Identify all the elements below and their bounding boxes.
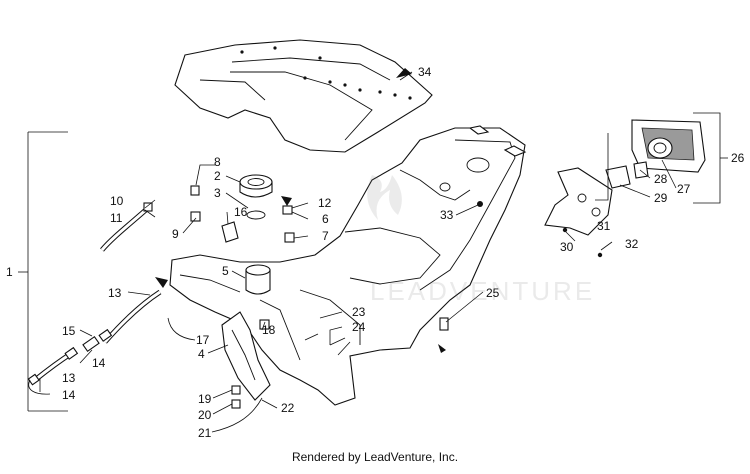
fuel-hose-part: [27, 202, 162, 386]
filler-neck-part: [245, 264, 271, 295]
seat-part: [174, 39, 433, 153]
side-cover-part: [221, 311, 271, 401]
callout-31: 31: [597, 219, 611, 233]
callout-7: 7: [322, 229, 329, 243]
callout-11: 11: [110, 211, 123, 225]
callout-20: 20: [198, 408, 212, 422]
callout-22: 22: [281, 401, 295, 415]
callout-18: 18: [262, 323, 276, 337]
callout-24: 24: [352, 320, 366, 334]
callout-5: 5: [222, 264, 229, 278]
taillight-bracket-part: [544, 167, 613, 236]
callout-34: 34: [418, 65, 432, 79]
callout-28: 28: [654, 172, 668, 186]
callout-33: 33: [440, 208, 454, 222]
callout-26: 26: [731, 151, 745, 165]
callout-30: 30: [560, 240, 574, 254]
callout-32: 32: [625, 237, 639, 251]
taillight-part: [605, 119, 706, 189]
callout-9: 9: [172, 227, 179, 241]
fuel-tank-part: [169, 125, 527, 406]
callout-8: 8: [214, 155, 221, 169]
callout-labels: 1 2 3 4 5 6 7 8 9 10 11 12 13 13 14 14 1…: [6, 65, 745, 440]
callout-13b: 13: [62, 371, 76, 385]
fuel-cap-part: [239, 174, 273, 220]
footer-credit: Rendered by LeadVenture, Inc.: [291, 450, 459, 464]
callout-14b: 14: [62, 388, 76, 402]
callout-27: 27: [677, 182, 691, 196]
callout-23: 23: [352, 305, 366, 319]
callout-2: 2: [214, 169, 221, 183]
callout-6: 6: [322, 212, 329, 226]
callout-12: 12: [318, 196, 332, 210]
callout-10: 10: [110, 194, 124, 208]
watermark-logo: LEADVENTURE: [367, 175, 595, 306]
callout-14a: 14: [92, 356, 106, 370]
callout-29: 29: [654, 191, 668, 205]
svg-text:LEADVENTURE: LEADVENTURE: [370, 276, 595, 306]
callout-13a: 13: [108, 286, 122, 300]
callout-4: 4: [198, 347, 205, 361]
callout-15: 15: [62, 324, 76, 338]
callout-1: 1: [6, 265, 13, 279]
callout-21: 21: [198, 426, 212, 440]
callout-19: 19: [198, 392, 212, 406]
callout-3: 3: [214, 186, 221, 200]
arrow-markers: [155, 68, 446, 353]
leader-lines: [18, 71, 728, 433]
callout-17: 17: [196, 333, 210, 347]
callout-25: 25: [486, 286, 500, 300]
callout-16: 16: [234, 205, 248, 219]
fasteners-part: [190, 185, 603, 409]
